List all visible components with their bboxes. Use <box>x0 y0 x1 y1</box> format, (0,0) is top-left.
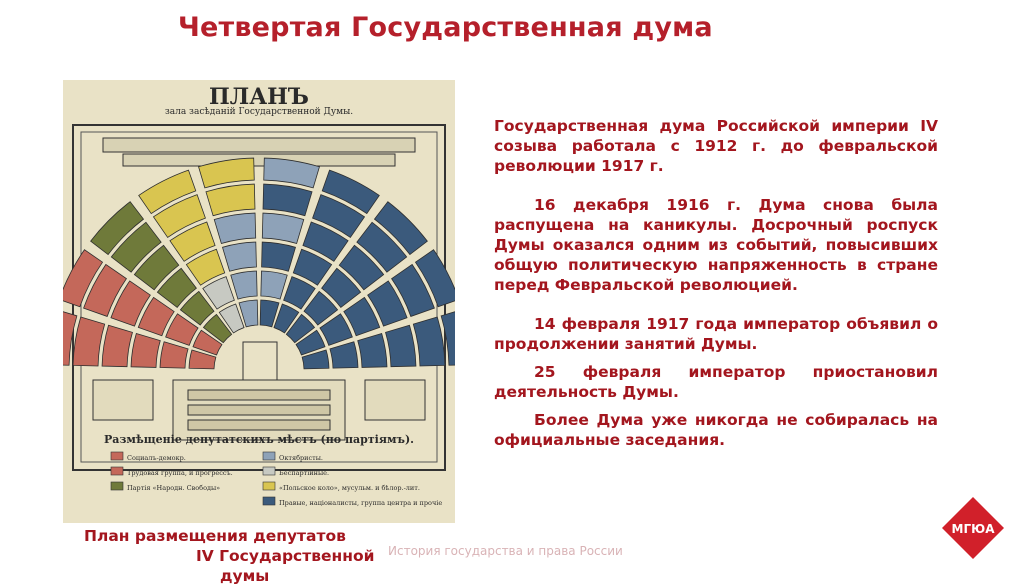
mgua-logo: МГЮА <box>940 495 1006 561</box>
seat-block <box>179 290 215 326</box>
legend-label: Октябристы. <box>279 454 323 462</box>
seat-block <box>238 299 259 328</box>
seat-block <box>218 303 245 334</box>
seat-block <box>312 194 366 238</box>
seat-block <box>412 316 446 367</box>
paragraph-1: Государственная дума Российской империи … <box>494 117 938 175</box>
seat-block <box>230 270 258 300</box>
seat-block <box>72 316 106 367</box>
legend-swatch <box>262 496 276 506</box>
legend-label: Трудовая группа, и прогрессъ. <box>127 469 233 477</box>
tribune <box>92 341 426 441</box>
seat-block <box>356 221 408 273</box>
seat-block <box>329 341 359 369</box>
logo-text: МГЮА <box>952 522 996 536</box>
seat-block <box>222 241 257 272</box>
caption-line-3: думы <box>220 567 270 585</box>
seat-block <box>385 324 417 368</box>
seat-block <box>198 157 255 189</box>
seat-block <box>63 311 78 366</box>
slide-title: Четвертая Государственная дума <box>178 12 713 43</box>
image-caption: План размещения депутатов IV Государстве… <box>84 526 400 586</box>
seat-block <box>159 341 189 369</box>
legend-swatch <box>110 481 124 491</box>
seat-block <box>283 276 316 310</box>
seat-block <box>101 324 133 368</box>
caption-line-2: IV Государственной <box>196 547 375 565</box>
seat-block <box>357 333 388 368</box>
legend-swatch <box>110 466 124 476</box>
plan-legend: Социалъ-демокр. Трудовая группа, и прогре… <box>110 451 442 507</box>
legend-label: Правые, нацiоналисты, группа центра и пр… <box>279 499 442 507</box>
duma-seating-plan-image: ПЛАНЪ зала засѣданiй Государственной Дум… <box>63 80 455 523</box>
legend-swatch <box>110 451 124 461</box>
seat-block <box>63 249 104 308</box>
seat-block <box>414 249 455 308</box>
seat-block <box>213 212 257 244</box>
paragraph-3: 14 февраля 1917 года император объявил о… <box>494 315 938 353</box>
seat-block <box>260 270 288 300</box>
seat-block <box>373 201 428 256</box>
legend-title: Размѣщенiе депутатскихъ мѣстъ (по партiя… <box>104 433 414 446</box>
seat-block <box>202 276 235 310</box>
paragraph-2: 16 декабря 1916 г. Дума снова была распу… <box>494 196 938 294</box>
legend-label: Беспартiйные. <box>279 469 329 477</box>
seat-block <box>285 313 316 344</box>
seat-block <box>192 329 223 356</box>
seat-block <box>110 280 151 327</box>
seat-block <box>263 157 320 189</box>
seat-block <box>261 241 296 272</box>
seat-block <box>205 183 256 217</box>
legend-swatch <box>262 466 276 476</box>
legend-label: «Польское коло», мусульм. и бѣлор.-лит. <box>279 484 420 492</box>
seat-block <box>321 169 380 215</box>
seat-block <box>259 299 280 328</box>
seat-block <box>133 244 180 291</box>
seat-block <box>292 248 333 286</box>
seat-block <box>303 290 339 326</box>
plan-subheading: зала засѣданiй Государственной Думы. <box>165 107 353 117</box>
seat-block <box>295 329 326 356</box>
seat-block <box>440 311 455 366</box>
legend-swatch <box>262 451 276 461</box>
seat-block <box>138 169 197 215</box>
seat-block <box>169 221 216 262</box>
seat-block <box>261 212 305 244</box>
plan-heading: ПЛАНЪ <box>209 84 309 110</box>
seat-block <box>367 280 408 327</box>
legend-label: Партiя «Народн. Свободы» <box>127 484 220 492</box>
text-column: Государственная дума Российской империи … <box>494 116 938 469</box>
seat-block <box>338 244 385 291</box>
legend-label: Социалъ-демокр. <box>127 454 186 462</box>
seat-block <box>262 183 313 217</box>
seat-block <box>319 313 353 346</box>
seat-block <box>83 263 127 317</box>
seat-block <box>130 333 161 368</box>
seat-block <box>152 194 206 238</box>
paragraph-4: 25 февраля император приостановил деятел… <box>494 363 938 401</box>
seat-block <box>302 221 349 262</box>
seat-block <box>301 349 330 370</box>
seating-hemicycle <box>63 157 455 370</box>
seat-block <box>202 313 233 344</box>
seat-block <box>110 221 162 273</box>
seat-block <box>90 201 145 256</box>
seat-block <box>343 296 381 337</box>
seat-block <box>185 248 226 286</box>
caption-line-1: План размещения депутатов <box>84 527 346 545</box>
paragraph-5: Более Дума уже никогда не собиралась на … <box>494 411 938 449</box>
seat-block <box>321 267 362 308</box>
seat-block <box>156 267 197 308</box>
seat-block <box>165 313 199 346</box>
footer-text: История государства и права России <box>388 544 623 558</box>
seat-block <box>273 303 300 334</box>
seat-block <box>137 296 175 337</box>
seat-block <box>188 349 217 370</box>
seat-block <box>391 263 435 317</box>
legend-swatch <box>262 481 276 491</box>
